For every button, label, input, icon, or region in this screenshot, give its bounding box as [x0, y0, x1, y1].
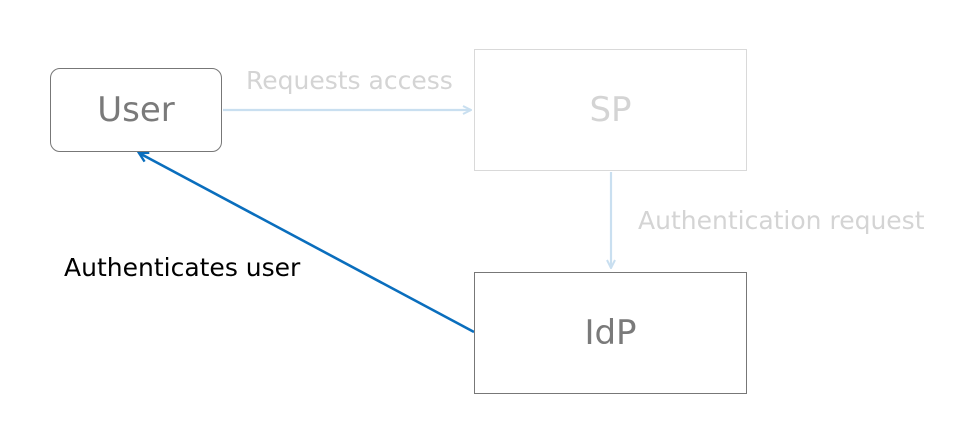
user-node: User — [50, 68, 222, 152]
idp-node-label: IdP — [584, 313, 637, 353]
idp-node: IdP — [474, 272, 747, 394]
sp-node: SP — [474, 49, 747, 171]
sp-node-label: SP — [589, 90, 632, 130]
requests-access-label: Requests access — [246, 66, 453, 95]
authenticates-user-label: Authenticates user — [64, 253, 301, 282]
edge-authenticates-user — [139, 153, 475, 334]
user-node-label: User — [97, 90, 175, 130]
authentication-request-label: Authentication request — [638, 206, 925, 235]
